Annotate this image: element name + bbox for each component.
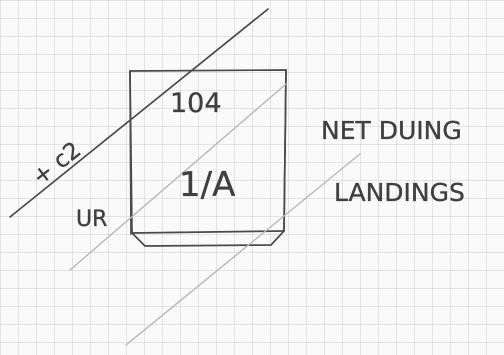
note-line-2: LANDINGS [334,178,465,207]
note-line-1: NET DUING [321,116,462,145]
center-top-label: 104 [170,88,222,119]
diagonal-line-top [9,8,269,218]
sketched-box [129,69,287,247]
box-left-edge [129,70,132,235]
diagonal-top-label: + c2 [28,137,86,191]
annotation-text: + c2 UR 104 1/A NET DUING LANDINGS [28,88,466,232]
box-right-edge [283,69,287,232]
diagonal-lines [9,8,361,346]
center-fraction-label: 1/A [179,165,235,205]
diagonal-line-bottom [125,153,361,346]
left-side-label: UR [76,207,107,232]
diagonal-line-middle [69,83,287,271]
box-bottom-edge [131,230,285,234]
